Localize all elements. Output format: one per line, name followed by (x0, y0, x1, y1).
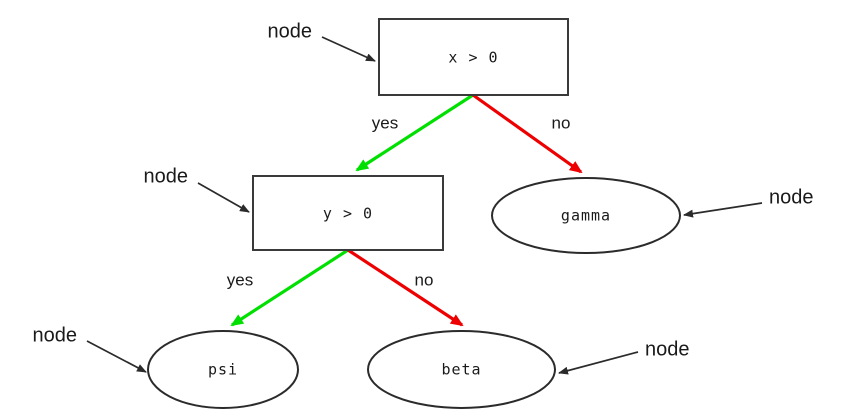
annotation-label-beta: node (645, 338, 690, 360)
edge-label-root-no: no (552, 113, 571, 132)
node-root-box[interactable] (378, 18, 569, 96)
node-gamma-ellipse[interactable] (491, 177, 681, 254)
edge-label-root-yes: yes (372, 113, 398, 132)
annotation-connector-psi (86, 340, 147, 373)
node-psi-ellipse[interactable] (147, 330, 299, 409)
annotation-connector-branch (197, 182, 250, 213)
node-beta-ellipse[interactable] (367, 330, 556, 409)
annotation-label-psi: node (33, 324, 78, 346)
node-root-label: x > 0 (448, 49, 498, 67)
edge-branch-no (347, 248, 464, 327)
node-gamma-label: gamma (561, 207, 611, 225)
annotation-label-branch: node (144, 165, 189, 187)
edge-label-branch-yes: yes (227, 270, 253, 289)
edge-root-no (472, 93, 583, 174)
annotation-connector-gamma (683, 202, 763, 218)
edge-root-yes (355, 93, 474, 172)
edge-branch-yes (230, 248, 349, 327)
node-psi-label: psi (208, 361, 238, 379)
annotation-label-root: node (268, 20, 313, 42)
node-branch-label: y > 0 (323, 205, 373, 223)
edge-label-branch-no: no (415, 270, 434, 289)
annotation-connector-root (321, 36, 376, 62)
annotation-label-gamma: node (769, 186, 814, 208)
annotation-connector-beta (558, 351, 639, 375)
node-beta-label: beta (441, 361, 481, 379)
node-branch-box[interactable] (252, 175, 444, 251)
